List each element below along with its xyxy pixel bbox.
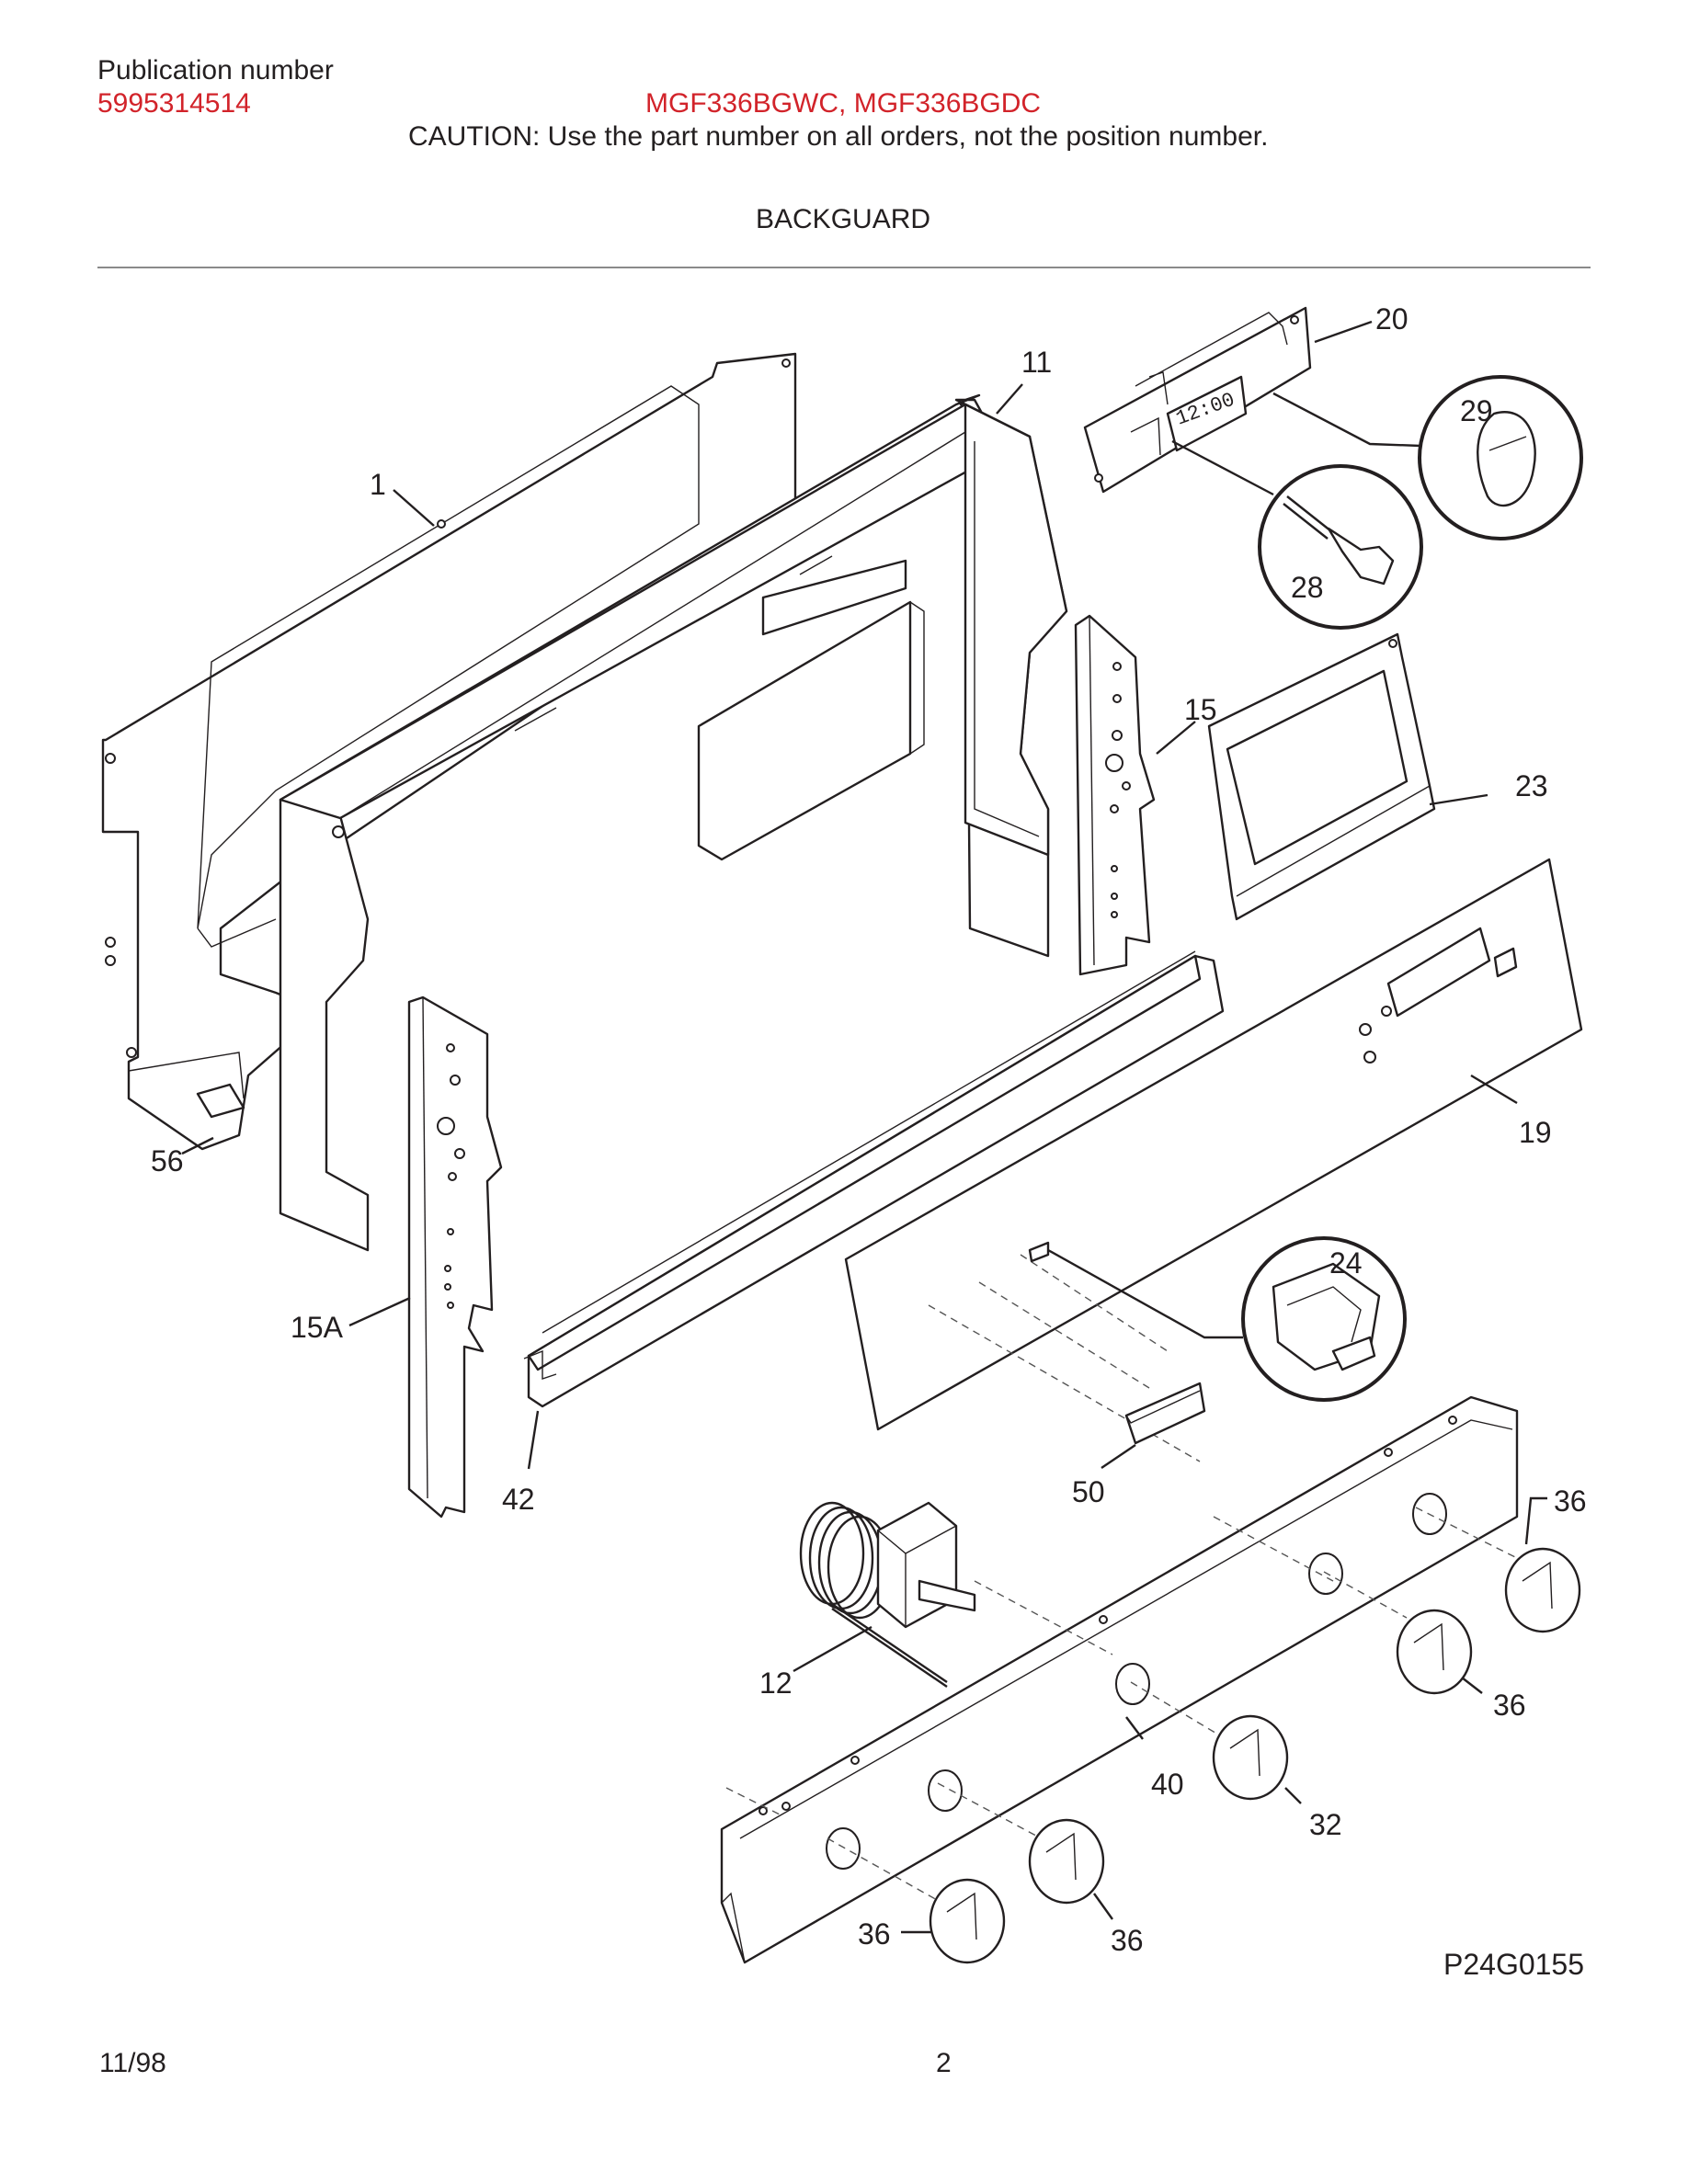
callout-40: 40 [1151,1768,1184,1801]
model-numbers: MGF336BGWC, MGF336BGDC [645,88,1042,119]
clock-timer-assembly: 12:00 [1083,306,1312,494]
callout-56: 56 [151,1144,184,1177]
page-number: 2 [936,2048,952,2078]
callout-32: 32 [1309,1808,1342,1841]
knob-36-bottom-left [929,1878,1006,1964]
callout-1: 1 [370,468,386,501]
callout-36-bottom-left: 36 [858,1917,891,1951]
trim-channel [523,950,1225,1408]
callout-23: 23 [1515,769,1548,802]
inset-28-shaft [1258,464,1423,630]
display-bezel [1207,632,1436,921]
backguard-frame [279,393,1068,1252]
rocker-switch-tab [1028,1241,1050,1263]
callout-36-bottom-middle: 36 [1111,1924,1144,1957]
callout-36-right-top: 36 [1554,1484,1587,1518]
control-panel-upper [844,858,1583,1462]
drawing-code: P24G0155 [1443,1948,1584,1981]
footer-date: 11/98 [99,2048,166,2078]
callout-42: 42 [502,1483,535,1516]
control-panel-lower [720,1395,1527,1964]
right-side-bracket [1074,614,1156,976]
inset-24-switch [1241,1236,1407,1402]
left-side-bracket [407,995,503,1519]
clip-56 [196,1083,245,1119]
callout-15a: 15A [291,1311,344,1344]
knob-32-center [1212,1714,1289,1801]
header-divider [97,267,1591,268]
callout-36-right-middle: 36 [1493,1689,1526,1722]
callout-29: 29 [1460,394,1493,427]
switch-button-50 [1124,1382,1206,1445]
knob-36-bottom-middle [1028,1818,1105,1905]
oven-thermostat [799,1501,976,1688]
inset-29-knob [1418,375,1583,540]
callout-12: 12 [759,1666,793,1700]
callout-19: 19 [1519,1116,1552,1149]
publication-number: 5995314514 [97,88,251,119]
callout-15: 15 [1184,693,1217,726]
section-title: BACKGUARD [756,204,931,234]
callout-50: 50 [1072,1475,1105,1508]
callout-11: 11 [1021,346,1052,379]
callout-28: 28 [1291,571,1324,604]
knob-36-right-top [1504,1547,1581,1633]
caution-note: CAUTION: Use the part number on all orde… [408,121,1269,152]
knob-36-right-middle [1396,1609,1473,1695]
leader-lines [181,320,1547,1934]
callout-20: 20 [1375,302,1409,336]
publication-label: Publication number [97,55,334,85]
callout-24: 24 [1329,1246,1363,1280]
